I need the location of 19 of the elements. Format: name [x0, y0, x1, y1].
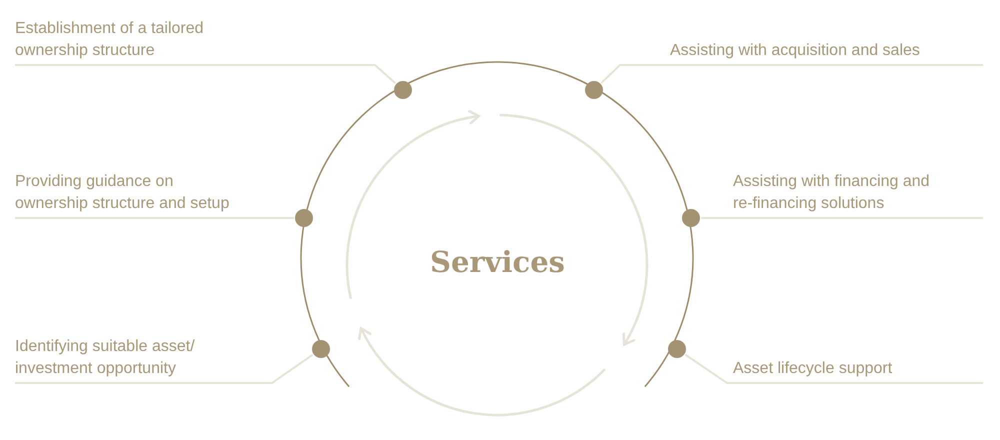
leader-line — [700, 217, 984, 219]
marker-dot — [394, 81, 412, 99]
service-label: Providing guidance on ownership structure and setup — [15, 167, 290, 219]
leader-line — [684, 354, 984, 384]
service-label: Assisting with financing and re-financing solutions — [708, 167, 983, 219]
service-label: Asset lifecycle support — [727, 354, 983, 384]
marker-dot — [682, 209, 700, 227]
service-label: Establishment of a tailored ownership structure — [15, 14, 375, 66]
marker-dot — [295, 209, 313, 227]
center-label: Services — [400, 245, 595, 295]
service-label: Identifying suitable asset/ investment opportunity — [15, 332, 272, 384]
marker-dot — [668, 340, 686, 358]
service-label: Assisting with acquisition and sales — [620, 36, 983, 66]
marker-dot — [585, 81, 603, 99]
leader-line — [14, 217, 295, 219]
leader-line — [14, 354, 314, 384]
leader-line — [14, 64, 397, 84]
leader-line — [600, 64, 984, 84]
marker-dot — [312, 340, 330, 358]
